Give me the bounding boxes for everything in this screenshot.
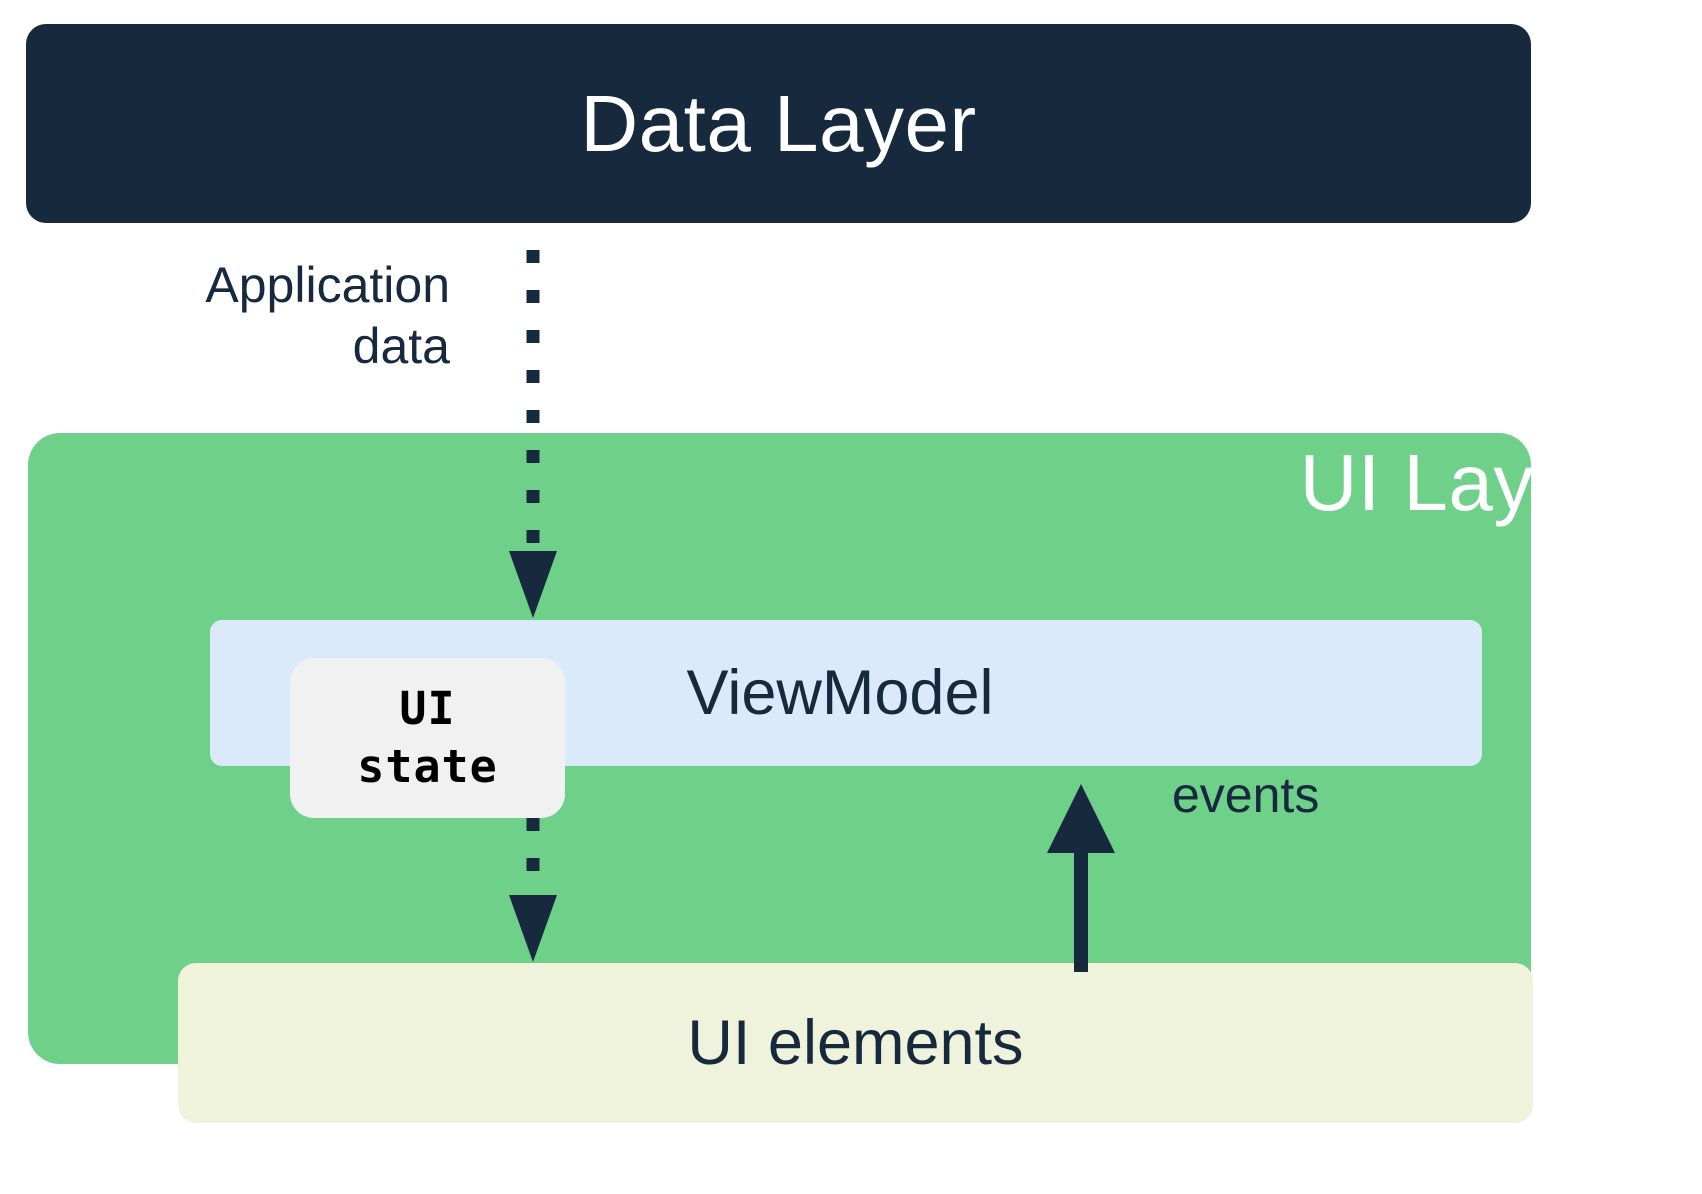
ui-state-chip: UI state: [290, 658, 565, 818]
application-data-label-line1: Application: [205, 257, 450, 313]
ui-elements-box: UI elements: [178, 963, 1533, 1123]
application-data-label-line2: data: [352, 318, 450, 374]
events-label: events: [1172, 767, 1320, 823]
viewmodel-label: ViewModel: [686, 657, 994, 728]
data-layer-label: Data Layer: [580, 78, 977, 168]
ui-state-label-line1: UI: [399, 682, 456, 736]
application-data-label: Application data: [100, 255, 450, 377]
ui-state-label-line2: state: [357, 740, 498, 793]
ui-layer-label: UI Layer: [1299, 438, 1606, 527]
ui-elements-label: UI elements: [687, 1007, 1024, 1078]
data-layer-box: Data Layer: [26, 24, 1531, 223]
